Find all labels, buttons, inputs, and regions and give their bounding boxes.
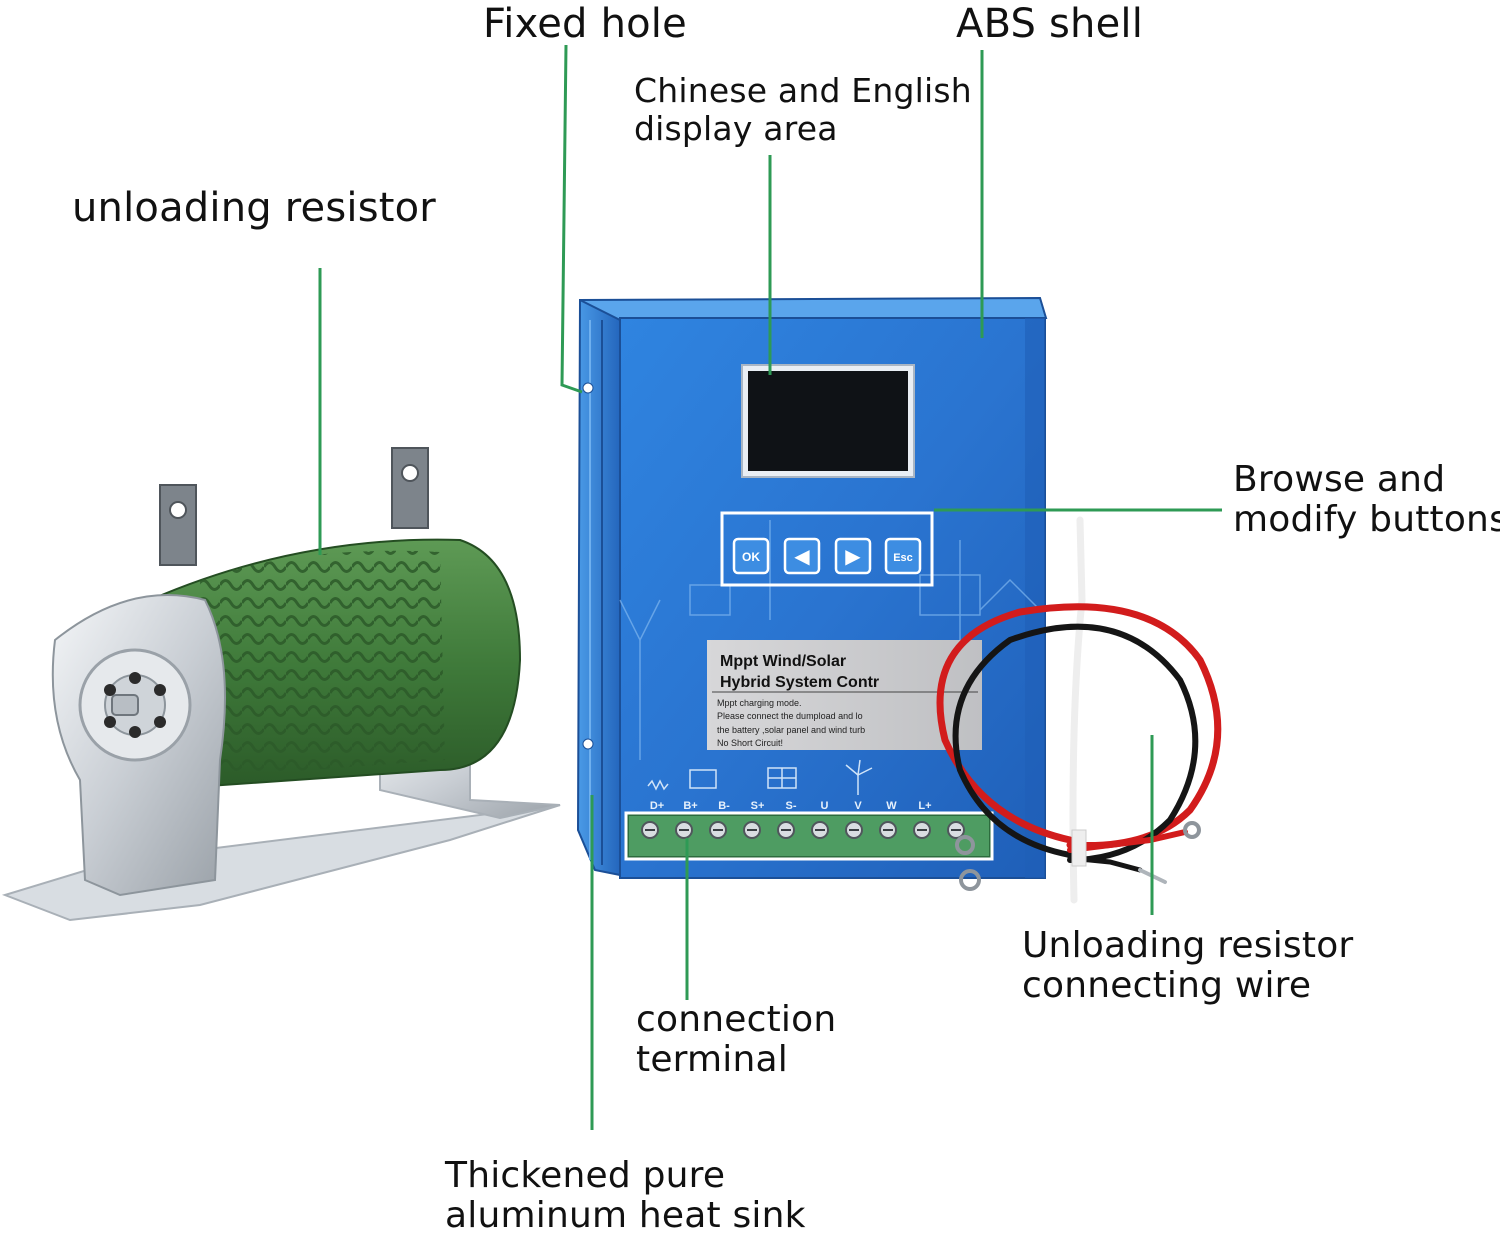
charge-controller-illustration: OK ◀ ▶ Esc Mppt Wind/Solar Hybrid System… xyxy=(576,296,1048,879)
callout-display-area-line1: Chinese and English xyxy=(634,71,972,110)
callout-abs-shell: ABS shell xyxy=(956,2,1143,46)
callout-wire-line2: connecting wire xyxy=(1022,965,1312,1006)
terminal-label: B- xyxy=(718,800,730,812)
terminal-highlight-box xyxy=(624,811,994,861)
terminal-label: S+ xyxy=(751,800,765,812)
callout-display-area-line2: display area xyxy=(634,109,838,148)
leader-lines xyxy=(318,44,1222,1130)
ok-button[interactable]: OK xyxy=(732,537,770,575)
resistor-bolt xyxy=(111,694,139,716)
ring-terminal-middle xyxy=(955,835,975,855)
callout-terminal-line1: connection xyxy=(636,999,837,1040)
panel-note-line3: the battery ,solar panel and wind turb xyxy=(717,725,865,735)
callout-display-area: Chinese and English display area xyxy=(634,72,972,148)
terminal-label: U xyxy=(821,800,829,812)
ok-button-label: OK xyxy=(742,550,760,564)
terminal-label: V xyxy=(854,800,862,812)
panel-title-line2: Hybrid System Contr xyxy=(720,674,879,691)
ring-terminal-left xyxy=(959,869,981,891)
battery-icon xyxy=(689,769,717,789)
callout-heat-sink-line2: aluminum heat sink xyxy=(445,1195,806,1236)
callout-terminal: connection terminal xyxy=(636,1000,836,1080)
callout-heat-sink-line1: Thickened pure xyxy=(445,1155,726,1196)
terminal-icons-row xyxy=(647,759,873,795)
left-arrow-icon: ◀ xyxy=(794,544,810,568)
fixed-hole-top xyxy=(582,382,594,394)
callout-wire: Unloading resistor connecting wire xyxy=(1022,926,1353,1006)
callout-buttons: Browse and modify buttons xyxy=(1233,460,1500,540)
callout-buttons-line1: Browse and xyxy=(1233,459,1446,500)
panel-note-line4: No Short Circuit! xyxy=(717,738,783,748)
resistor-terminal-left xyxy=(159,484,197,566)
shell-background-art xyxy=(619,520,1041,760)
terminal-labels: D+ B+ B- S+ S- U V W L+ xyxy=(650,800,932,812)
ring-terminal-right xyxy=(1183,821,1201,839)
callout-heat-sink: Thickened pure aluminum heat sink xyxy=(445,1156,806,1236)
info-panel xyxy=(707,640,982,750)
dumpload-icon xyxy=(647,779,669,791)
shell-top-rim xyxy=(579,296,1048,322)
right-arrow-icon: ▶ xyxy=(845,544,861,568)
terminal-label: D+ xyxy=(650,800,664,812)
callout-fixed-hole-text: Fixed hole xyxy=(483,1,687,47)
callout-fixed-hole: Fixed hole xyxy=(483,2,687,46)
connecting-wire-illustration xyxy=(936,516,1222,904)
callout-abs-shell-text: ABS shell xyxy=(956,1,1144,47)
callout-unloading-resistor: unloading resistor xyxy=(72,186,436,230)
resistor-ribs xyxy=(200,550,445,778)
esc-button-label: Esc xyxy=(893,552,913,564)
leader-fixed-hole xyxy=(560,44,583,394)
resistor-terminal-right xyxy=(391,447,429,529)
left-button[interactable]: ◀ xyxy=(783,537,821,575)
terminal-screws xyxy=(641,821,965,839)
esc-button[interactable]: Esc xyxy=(884,537,922,575)
right-button[interactable]: ▶ xyxy=(834,537,872,575)
lcd-display-screen xyxy=(748,371,908,471)
terminal-label: B+ xyxy=(683,800,697,812)
fixed-hole-bottom xyxy=(582,738,594,750)
callout-unloading-resistor-text: unloading resistor xyxy=(72,185,436,231)
black-wire xyxy=(952,623,1199,863)
panel-title-line1: Mppt Wind/Solar xyxy=(720,653,846,670)
panel-note-line2: Please connect the dumpload and lo xyxy=(717,711,863,721)
callout-terminal-line2: terminal xyxy=(636,1039,788,1080)
terminal-label: S- xyxy=(786,800,797,812)
unloading-resistor-illustration xyxy=(1,447,561,922)
terminal-label: W xyxy=(886,800,897,812)
panel-note-line1: Mppt charging mode. xyxy=(717,698,802,708)
button-highlight-box xyxy=(720,511,934,587)
terminal-label: L+ xyxy=(918,800,931,812)
callout-buttons-line2: modify buttons xyxy=(1233,499,1500,540)
wind-turbine-icon xyxy=(845,759,873,795)
callout-wire-line1: Unloading resistor xyxy=(1022,925,1354,966)
